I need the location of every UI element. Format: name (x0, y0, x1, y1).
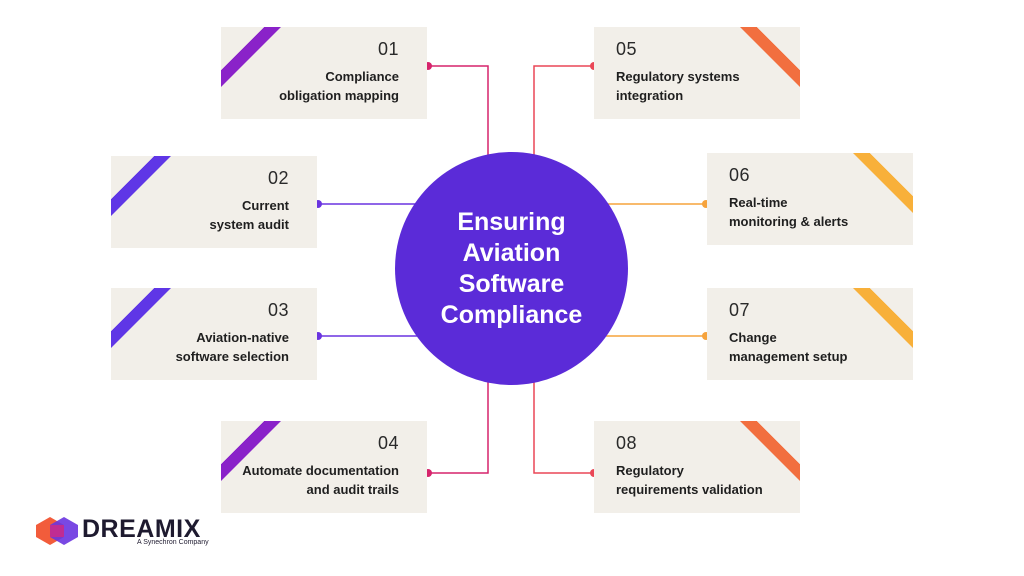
step-label-line: obligation mapping (279, 88, 399, 103)
accent-stripe-01 (221, 27, 281, 87)
step-number: 07 (729, 300, 751, 320)
step-label: Real-time monitoring & alerts (729, 193, 848, 231)
step-card-03: 03 Aviation-native software selection (111, 288, 317, 380)
step-label-line: Compliance (325, 69, 399, 84)
center-title-line: Aviation (462, 238, 561, 267)
step-label: Change management setup (729, 328, 847, 366)
center-title-line: Software (458, 269, 565, 298)
accent-stripe-05 (740, 27, 800, 87)
accent-stripe-06 (853, 153, 913, 213)
step-label-line: Automate documentation (242, 463, 399, 478)
step-number: 06 (729, 165, 751, 185)
step-label-line: and audit trails (306, 482, 399, 497)
step-label: Regulatory requirements validation (616, 461, 763, 499)
step-label-line: Aviation-native (196, 330, 289, 345)
step-label: Aviation-native software selection (176, 328, 289, 366)
dreamix-logo: DREAMIX A Synechron Company (36, 515, 216, 555)
connector-08 (533, 362, 594, 474)
step-label-line: system audit (209, 217, 289, 232)
step-card-08: 08 Regulatory requirements validation (594, 421, 800, 513)
step-label: Current system audit (210, 196, 289, 234)
step-label: Compliance obligation mapping (279, 67, 399, 105)
step-card-04: 04 Automate documentation and audit trai… (221, 421, 427, 513)
step-label-line: software selection (175, 349, 289, 364)
connector-05 (533, 65, 594, 175)
center-title: Ensuring Aviation Software Compliance (441, 207, 583, 331)
accent-stripe-02 (111, 156, 171, 216)
step-number: 01 (377, 39, 399, 59)
center-title-line: Ensuring (457, 207, 566, 236)
step-card-07: 07 Change management setup (707, 288, 913, 380)
step-label-line: Regulatory (616, 463, 684, 478)
accent-stripe-03 (111, 288, 171, 348)
connector-01 (428, 65, 489, 175)
step-label-line: management setup (729, 349, 848, 364)
step-card-06: 06 Real-time monitoring & alerts (707, 153, 913, 245)
step-number: 04 (377, 433, 399, 453)
step-label-line: integration (616, 88, 684, 103)
step-label-line: Real-time (729, 195, 788, 210)
step-number: 02 (267, 168, 289, 188)
step-number: 03 (267, 300, 289, 320)
step-number: 05 (616, 39, 638, 59)
step-label-line: requirements validation (616, 482, 763, 497)
center-title-line: Compliance (440, 300, 583, 329)
accent-stripe-07 (853, 288, 913, 348)
step-label-line: Current (242, 198, 289, 213)
step-card-05: 05 Regulatory systems integration (594, 27, 800, 119)
logo-wordmark: DREAMIX (82, 515, 201, 543)
step-label-line: monitoring & alerts (729, 214, 849, 229)
step-label: Regulatory systems integration (616, 67, 740, 105)
dreamix-mark-icon (36, 517, 78, 545)
step-number: 08 (616, 433, 638, 453)
center-circle: Ensuring Aviation Software Compliance (395, 152, 628, 385)
step-card-01: 01 Compliance obligation mapping (221, 27, 427, 119)
step-label-line: Regulatory systems (616, 69, 740, 84)
step-card-02: 02 Current system audit (111, 156, 317, 248)
connector-04 (428, 362, 489, 474)
step-label: Automate documentation and audit trails (242, 461, 399, 499)
step-label-line: Change (729, 330, 777, 345)
logo-tagline: A Synechron Company (137, 539, 209, 546)
